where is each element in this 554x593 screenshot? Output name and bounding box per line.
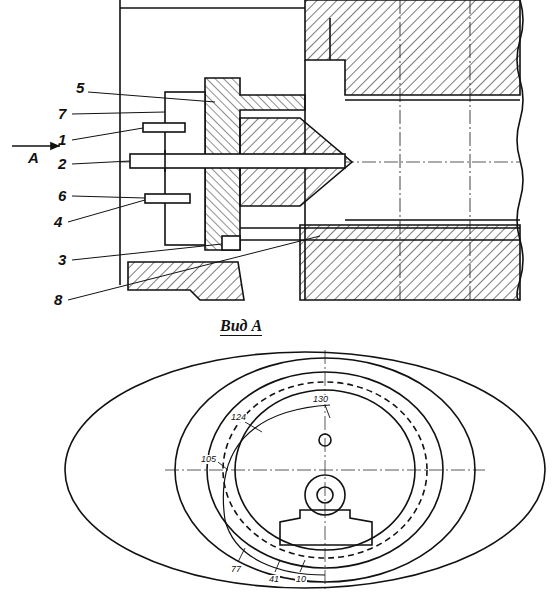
dimension: 41 xyxy=(268,575,280,584)
callout-number: 6 xyxy=(58,188,66,203)
dimension: 10 xyxy=(295,575,307,584)
dimension: 105 xyxy=(200,455,217,464)
callout-number: 4 xyxy=(54,214,62,229)
callout-number: 7 xyxy=(58,106,66,121)
dimension: 124 xyxy=(230,413,247,422)
callout-number: 8 xyxy=(54,292,62,307)
dimension: 77 xyxy=(230,565,242,574)
callout-number: 2 xyxy=(58,156,66,171)
view-title: Вид А xyxy=(220,318,262,336)
view-marker: A xyxy=(28,150,39,165)
callout-number: 3 xyxy=(58,252,66,267)
dimension: 130 xyxy=(312,395,329,404)
callout-number: 1 xyxy=(58,132,66,147)
callout-number: 5 xyxy=(76,80,84,95)
